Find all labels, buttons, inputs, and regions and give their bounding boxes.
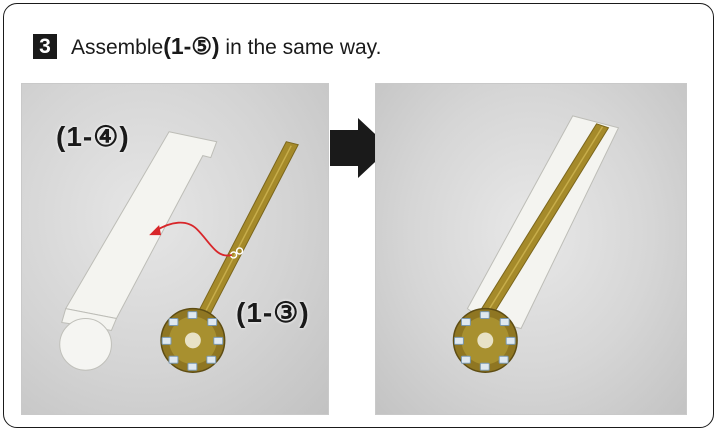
sheet-part-label: (1-④): [56, 121, 130, 152]
curved-arrow-icon: [149, 221, 232, 257]
after-illustration: [452, 115, 620, 373]
before-photo: (1-④) (1-③): [21, 83, 329, 415]
sensor-part-label: (1-③): [236, 297, 310, 328]
title-prefix: Assemble: [71, 36, 164, 59]
right-arrow-icon: [330, 118, 392, 178]
after-photo: [375, 83, 687, 415]
step-number-badge: 3: [33, 34, 57, 59]
step-header: 3 Assemble(1-⑤) in the same way.: [4, 4, 713, 80]
assembled-sensor-strip: [452, 123, 610, 373]
before-illustration: [59, 131, 299, 373]
step-title: Assemble(1-⑤) in the same way.: [71, 32, 381, 62]
title-part-number: (1-⑤): [163, 33, 220, 59]
adhesive-sheet: [59, 131, 218, 371]
title-suffix: in the same way.: [219, 36, 382, 59]
sensor-strip: [160, 141, 299, 373]
